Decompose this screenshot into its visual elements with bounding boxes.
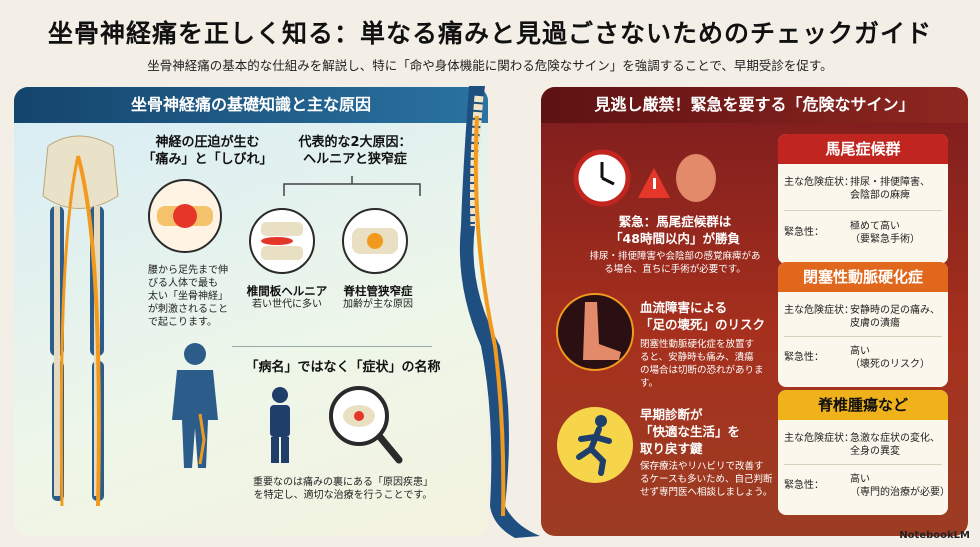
hernia-subtext: 若い世代に多い [252, 299, 322, 310]
stenosis-subtext: 加齢が主な原因 [343, 299, 413, 310]
hernia-label: 椎間板ヘルニア [246, 284, 328, 298]
card-symptom: 安静時の足の痛み、 皮膚の潰瘍 [850, 305, 940, 329]
emergency-icons [573, 149, 716, 207]
urgent-description: 排尿・排便障害や会陰部の感覚麻痺があ る場合、直ちに手術が必要です。 [589, 251, 761, 275]
card-title: 馬尾症候群 [778, 134, 948, 164]
foot-circulation-icon [556, 293, 634, 371]
urgent-title: 緊急：馬尾症候群は 「48時間以内」が勝負 [610, 214, 740, 246]
early-diagnosis-description: 保存療法やリハビリで改善す るケースも多いため、自己判断 せず専門医へ相談しまし… [640, 461, 773, 498]
card-symptom: 急激な症状の変化、 全身の異変 [850, 433, 940, 457]
card-urgency-label: 緊急性： [784, 352, 824, 363]
spinal-stenosis-icon [342, 208, 408, 274]
herniated-disc-icon [249, 208, 315, 274]
card-urgency: 極めて高い （要緊急手術） [850, 221, 920, 245]
page-title: 坐骨神経痛を正しく知る：単なる痛みと見過ごさないためのチェックガイド [47, 19, 932, 48]
blood-flow-title: 血流障害による 「足の壊死」のリスク [640, 300, 766, 332]
card-spinal-tumor: 脊椎腫瘍など 主な危険症状： 急激な症状の変化、 全身の異変 緊急性： 高い （… [778, 390, 950, 515]
card-urgency-label: 緊急性： [784, 480, 824, 491]
card-title: 閉塞性動脈硬化症 [778, 262, 948, 292]
nerve-compression-icon [148, 179, 222, 253]
notebooklm-watermark: NotebookLM [899, 530, 970, 541]
card-divider [784, 210, 942, 211]
card-urgency: 高い （専門的治療が必要） [850, 474, 950, 498]
symptom-name-title: 「病名」ではなく「症状」の名称 [245, 360, 441, 375]
card-symptom: 排尿・排便障害、 会陰部の麻痺 [850, 177, 930, 201]
card-urgency: 高い （壊死のリスク） [850, 346, 930, 370]
causes-bracket [283, 176, 421, 196]
causes-title: 代表的な2大原因： ヘルニアと狭窄症 [298, 135, 412, 167]
spine-leg-figure [459, 86, 540, 538]
running-person-icon [557, 407, 633, 483]
sciatic-nerve-description: 腰から足先まで伸 びる人体で最も 太い「坐骨神経」 が刺激されること で起こりま… [148, 265, 228, 328]
blood-flow-description: 閉塞性動脈硬化症を放置す ると、安静時も痛み、潰瘍 の場合は切断の恐れがあります… [640, 339, 764, 389]
card-symptom-label: 主な危険症状： [784, 177, 854, 188]
card-divider [784, 336, 942, 337]
right-panel-header: 見逃し厳禁！緊急を要する「危険なサイン」 [541, 87, 968, 123]
leg-skeleton-illustration [42, 135, 119, 507]
early-diagnosis-title: 早期診断が 「快適な生活」を 取り戻す鍵 [640, 407, 741, 456]
card-cauda-equina: 馬尾症候群 主な危険症状： 排尿・排便障害、 会陰部の麻痺 緊急性： 極めて高い… [778, 134, 948, 264]
divider [232, 346, 432, 347]
stenosis-label: 脊柱管狭窄症 [343, 284, 413, 298]
card-symptom-label: 主な危険症状： [784, 305, 854, 316]
compression-title: 神経の圧迫が生む 「痛み」と「しびれ」 [142, 135, 273, 167]
root-cause-description: 重要なのは痛みの裏にある「原因疾患」 を特定し、適切な治療を行うことです。 [253, 477, 433, 501]
card-title: 脊椎腫瘍など [778, 390, 948, 420]
magnifying-glass-icon [329, 386, 403, 464]
card-divider [784, 464, 942, 465]
card-symptom-label: 主な危険症状： [784, 433, 854, 444]
card-urgency-label: 緊急性： [784, 227, 824, 238]
person-icon [270, 387, 290, 463]
card-arteriosclerosis: 閉塞性動脈硬化症 主な危険症状： 安静時の足の痛み、 皮膚の潰瘍 緊急性： 高い… [778, 262, 948, 387]
left-panel-header: 坐骨神経痛の基礎知識と主な原因 [14, 87, 488, 123]
page-subtitle: 坐骨神経痛の基本的な仕組みを解説し、特に「命や身体機能に関わる危険なサイン」を強… [147, 58, 833, 73]
human-body-icon [172, 343, 218, 468]
